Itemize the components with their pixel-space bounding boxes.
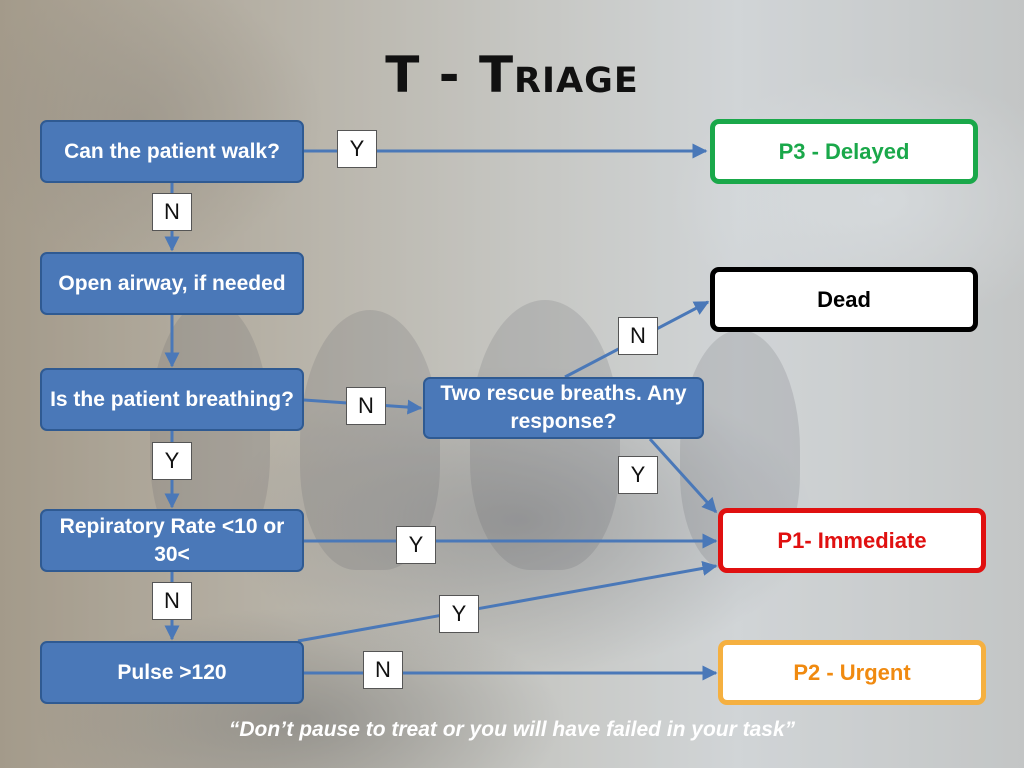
title-rest: Triage <box>478 46 639 104</box>
edge-label-walk-no: N <box>152 193 192 231</box>
edge-label-breathing-no: N <box>346 387 386 425</box>
node-is-breathing: Is the patient breathing? <box>40 368 304 431</box>
edge-label-resp-yes: Y <box>396 526 436 564</box>
node-pulse: Pulse >120 <box>40 641 304 704</box>
edge-label-rescue-no: N <box>618 317 658 355</box>
footer-quote: “Don’t pause to treat or you will have f… <box>228 718 796 741</box>
edge-label-pulse-yes: Y <box>439 595 479 633</box>
edge-label-breathing-yes: Y <box>152 442 192 480</box>
edge-rescue-p1 <box>648 437 718 514</box>
node-rescue-breaths: Two rescue breaths. Any response? <box>423 377 704 439</box>
node-can-walk: Can the patient walk? <box>40 120 304 183</box>
edge-label-walk-yes: Y <box>337 130 377 168</box>
node-respiratory-rate: Repiratory Rate <10 or 30< <box>40 509 304 572</box>
outcome-dead: Dead <box>710 267 978 332</box>
node-open-airway: Open airway, if needed <box>40 252 304 315</box>
title-dash: - <box>438 46 461 104</box>
title-initial: T <box>385 46 421 104</box>
outcome-p1-immediate: P1- Immediate <box>718 508 986 573</box>
edge-label-resp-no: N <box>152 582 192 620</box>
edge-label-rescue-yes: Y <box>618 456 658 494</box>
slide-title: T - Triage <box>0 46 1024 104</box>
edge-label-pulse-no: N <box>363 651 403 689</box>
outcome-p2-urgent: P2 - Urgent <box>718 640 986 705</box>
outcome-p3-delayed: P3 - Delayed <box>710 119 978 184</box>
edge-pulse-p1 <box>297 561 718 643</box>
